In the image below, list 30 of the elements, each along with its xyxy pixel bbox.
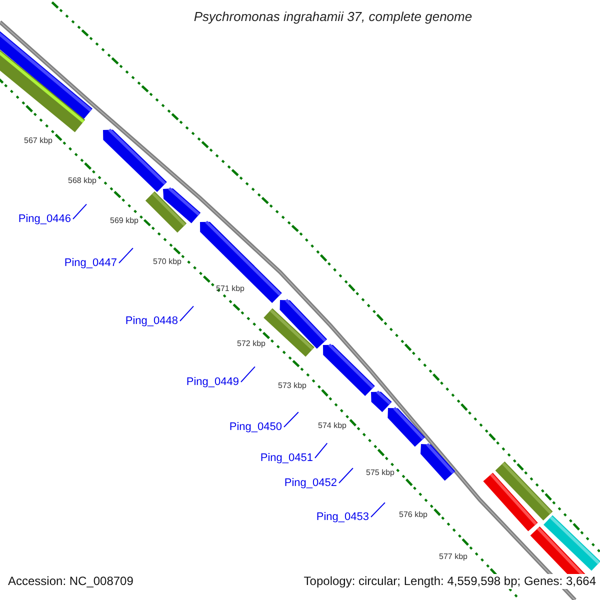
leader-line — [118, 248, 134, 264]
gene-label: Ping_0449 — [186, 376, 239, 389]
position-label: 571 kbp — [216, 284, 244, 294]
position-label: 568 kbp — [68, 176, 96, 186]
leader-line — [180, 306, 194, 322]
gene-label: Ping_0446 — [18, 213, 71, 226]
gene-label: Ping_0452 — [284, 477, 337, 490]
position-label: 576 kbp — [399, 510, 428, 520]
genome-stats-text: Topology: circular; Length: 4,559,598 bp; Genes: 3,664 — [304, 574, 596, 589]
position-label: 569 kbp — [110, 216, 138, 226]
map-title: Psychromonas ingrahamii 37, complete genome — [192, 9, 474, 25]
leader-line — [284, 412, 299, 428]
leader-line — [72, 204, 87, 220]
gene-label: Ping_0450 — [229, 421, 282, 434]
leader-line — [314, 442, 328, 458]
position-label: 574 kbp — [318, 421, 346, 431]
leader-line — [338, 468, 354, 484]
gene-label: Ping_0447 — [64, 257, 117, 270]
position-label: 570 kbp — [153, 257, 182, 267]
leader-line — [240, 366, 256, 382]
leader-line — [370, 502, 386, 518]
position-label: 577 kbp — [439, 552, 468, 562]
position-label: 575 kbp — [366, 468, 394, 478]
position-label: 573 kbp — [278, 381, 306, 391]
position-label: 572 kbp — [237, 339, 266, 349]
gene-label: Ping_0448 — [125, 315, 178, 328]
gene-label: Ping_0453 — [316, 511, 369, 524]
accession-text: Accession: NC_008709 — [8, 574, 134, 589]
position-label: 567 kbp — [24, 136, 52, 146]
gene-label: Ping_0451 — [260, 452, 313, 465]
